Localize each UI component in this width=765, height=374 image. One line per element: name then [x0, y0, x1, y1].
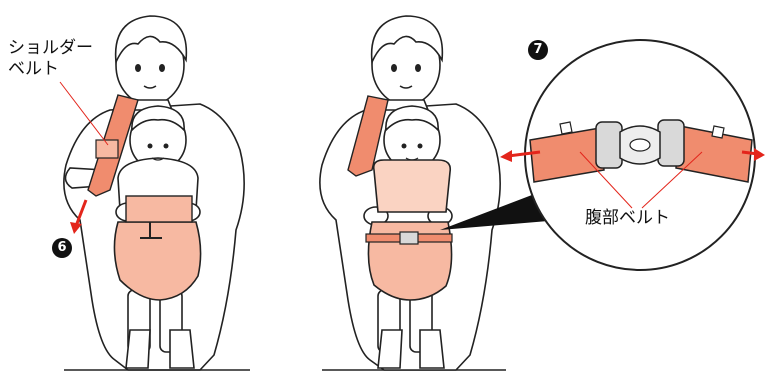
carrier-panel-right [366, 160, 452, 300]
step-badge-7: 7 [528, 40, 548, 60]
carrier-panel-left [114, 196, 200, 300]
buckle [596, 120, 684, 168]
step-badge-6: 6 [52, 238, 72, 258]
waist-belt-label: 腹部ベルト [585, 208, 670, 229]
shoulder-belt-label: ショルダー ベルト [8, 38, 93, 81]
